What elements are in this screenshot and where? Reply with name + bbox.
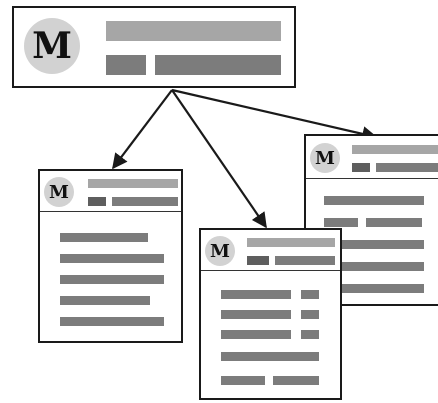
content-line [221,376,265,385]
subtitle-bar-long [155,55,281,75]
left-card: M [38,169,183,343]
middle-card: M [199,228,342,400]
content-line [221,310,291,319]
content-line [324,262,424,271]
arrow-to-left-card [112,89,173,170]
content-line [60,275,164,284]
subtitle-bar-long [112,197,178,206]
subtitle-bar-short [106,55,146,75]
content-line [324,196,424,205]
content-line [221,352,319,361]
subtitle-bar-long [376,163,438,172]
content-line [60,296,150,305]
arrow-to-right-card [171,88,378,142]
content-line [60,254,164,263]
content-line [366,218,422,227]
content-line [60,233,148,242]
title-bar [247,238,335,247]
m-logo-icon: M [24,18,80,74]
card-header [201,230,340,271]
m-logo-icon: M [310,143,340,173]
card-header [306,136,438,179]
subtitle-bar-long [275,256,335,265]
content-line [324,284,424,293]
m-logo-icon: M [44,177,74,207]
m-logo-icon: M [205,236,235,266]
content-line [301,330,319,339]
content-line [324,218,358,227]
arrow-to-middle-card [171,89,267,229]
content-line [60,317,164,326]
subtitle-bar-short [247,256,269,265]
subtitle-bar-short [352,163,370,172]
content-line [324,240,424,249]
content-line [221,290,291,299]
main-card: M [12,6,296,88]
title-bar [88,179,178,188]
content-line [301,310,319,319]
content-line [301,290,319,299]
content-line [221,330,291,339]
card-header [40,171,181,212]
content-line [273,376,319,385]
title-bar [352,145,438,154]
title-bar [106,21,281,41]
subtitle-bar-short [88,197,106,206]
